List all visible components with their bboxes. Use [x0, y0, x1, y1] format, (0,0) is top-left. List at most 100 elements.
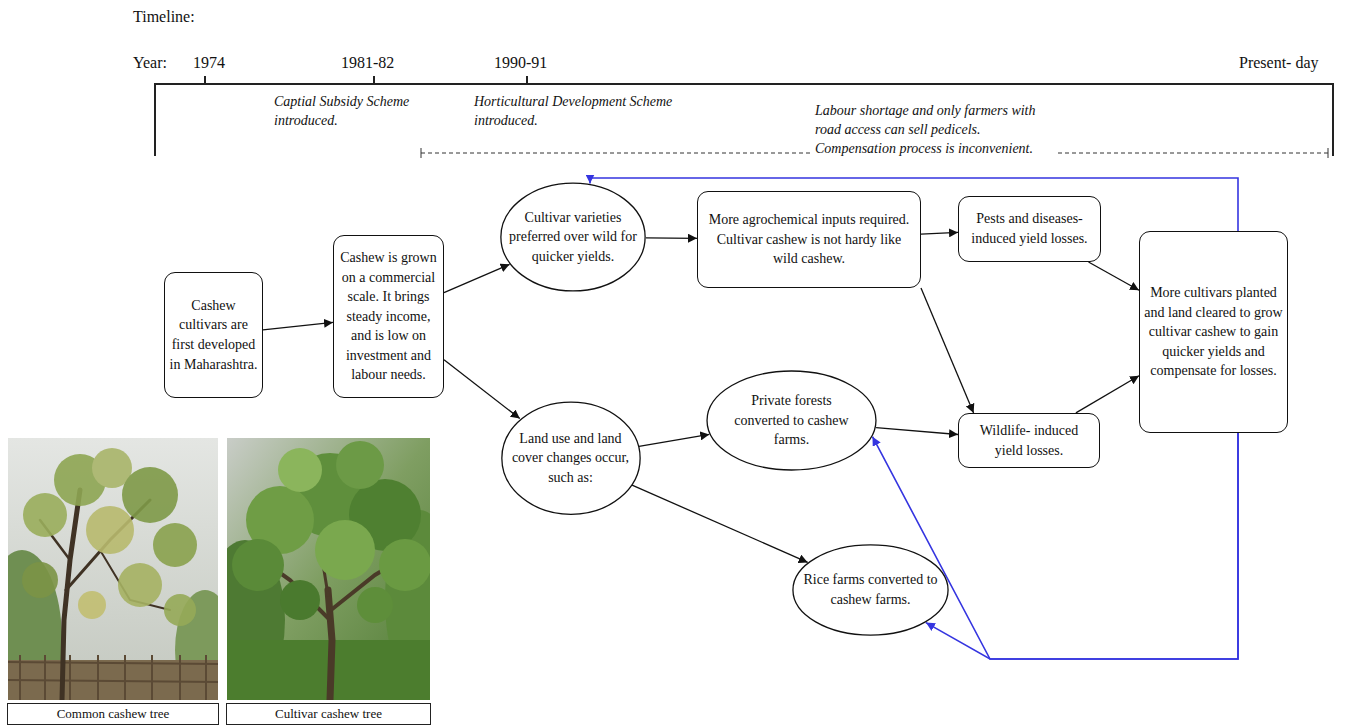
fence-post: [97, 655, 99, 700]
timeline-end: [154, 83, 156, 156]
timeline-heading: Timeline:: [133, 6, 195, 28]
tree-canopy: [22, 448, 197, 626]
leaf-cluster: [280, 580, 320, 620]
process-box: More cultivars planted and land cleared …: [1139, 231, 1288, 433]
flow-arrow: [444, 264, 510, 292]
node-text-block: More cultivars planted and land cleared …: [1143, 283, 1284, 381]
leaf-cluster: [153, 523, 197, 567]
flow-arrow: [444, 360, 520, 419]
fence-post: [44, 655, 46, 700]
flow-arrow: [921, 232, 958, 234]
flow-arrow: [921, 288, 974, 413]
node-text: Land use and land cover changes occur, s…: [506, 429, 634, 488]
flow-arrow: [263, 322, 333, 329]
node-text-block: Wildlife- induced yield losses.: [964, 421, 1094, 460]
node-text-block: Rice farms converted to cashew farms.: [801, 570, 941, 609]
node-text: Cultivar cashew tree: [230, 706, 427, 723]
period-tick: [421, 148, 422, 158]
process-box: Cashew cultivars are first developed in …: [164, 272, 263, 398]
common-cashew-photo: [8, 438, 218, 700]
process-box: Wildlife- induced yield losses.: [958, 413, 1100, 468]
year-label: 1974: [193, 52, 225, 74]
node-text: Cashew cultivars are first developed in …: [168, 296, 259, 374]
period-tick: [1328, 148, 1329, 158]
node-text-block: Pests and diseases- induced yield losses…: [963, 209, 1096, 248]
node-text-block: More agrochemical inputs required. Culti…: [703, 210, 915, 269]
leaf-cluster: [164, 594, 196, 626]
node-text: Cashew is grown on a commercial scale. I…: [338, 248, 440, 385]
flow-arrow: [1089, 262, 1140, 290]
node-text: Pests and diseases- induced yield losses…: [963, 209, 1096, 248]
flow-arrow: [639, 434, 709, 446]
fence-post: [151, 655, 153, 700]
node-text: Rice farms converted to cashew farms.: [801, 570, 941, 609]
leaf-cluster: [357, 587, 393, 623]
node-text-block: Cultivar cashew tree: [230, 706, 427, 723]
year-label: 1981-82: [341, 52, 394, 74]
year-label: Year:: [133, 52, 167, 74]
node-text: More cultivars planted and land cleared …: [1143, 283, 1284, 381]
fence-post: [19, 655, 21, 700]
cultivar-cashew-photo: [227, 438, 430, 700]
node-text-block: Common cashew tree: [11, 706, 215, 723]
photo-caption: Cultivar cashew tree: [226, 703, 431, 725]
node-text: More agrochemical inputs required. Culti…: [703, 210, 915, 269]
node-text-block: Cultivar varieties preferred over wild f…: [508, 208, 638, 267]
timeline-tick: [373, 76, 375, 84]
process-ellipse: Rice farms converted to cashew farms.: [792, 544, 949, 636]
process-ellipse: Cultivar varieties preferred over wild f…: [500, 182, 646, 292]
leaf-cluster: [78, 591, 106, 619]
leaf-cluster: [86, 506, 134, 554]
flow-arrow: [632, 485, 808, 562]
year-label: Present- day: [1239, 52, 1319, 74]
node-text-block: Land use and land cover changes occur, s…: [506, 429, 634, 488]
timeline-end: [1332, 83, 1334, 156]
flow-arrow: [1076, 376, 1139, 413]
photo-caption: Common cashew tree: [7, 703, 219, 725]
timeline-note: Captial Subsidy Scheme introduced.: [274, 93, 452, 131]
process-box: Pests and diseases- induced yield losses…: [958, 196, 1101, 262]
fence-post: [179, 655, 181, 700]
leaf-cluster: [122, 467, 178, 523]
timeline-note: Horticultural Development Scheme introdu…: [474, 93, 719, 131]
flow-arrow: [876, 428, 958, 435]
node-text: Private forests converted to cashew farm…: [727, 391, 857, 450]
leaf-cluster: [336, 441, 384, 489]
node-text-block: Private forests converted to cashew farm…: [727, 391, 857, 450]
fence-rail: [8, 662, 218, 664]
timeline-tick: [526, 76, 528, 84]
process-box: More agrochemical inputs required. Culti…: [697, 191, 921, 288]
fence-post: [205, 655, 207, 700]
timeline-tick: [204, 76, 206, 84]
ellipse-outline: [792, 544, 949, 636]
fence-rail: [8, 680, 218, 682]
ground: [8, 660, 218, 700]
timeline-axis: [155, 83, 1334, 85]
ellipse-shape: [501, 402, 639, 514]
tree-canopy: [232, 441, 430, 623]
node-text: Cultivar varieties preferred over wild f…: [508, 208, 638, 267]
leaf-cluster: [23, 493, 67, 537]
process-ellipse: Land use and land cover changes occur, s…: [501, 401, 641, 515]
leaf-cluster: [118, 563, 162, 607]
process-ellipse: Private forests converted to cashew farm…: [706, 370, 877, 471]
process-box: Cashew is grown on a commercial scale. I…: [333, 235, 444, 398]
fence-post: [69, 655, 71, 700]
ellipse-shape: [501, 183, 645, 291]
leaf-cluster: [22, 562, 58, 598]
fence: [8, 655, 218, 700]
leaf-cluster: [315, 520, 375, 580]
photo-background: [227, 438, 430, 700]
fence-post: [124, 655, 126, 700]
year-label: 1990-91: [494, 52, 547, 74]
leaf-cluster: [379, 539, 430, 591]
ellipse-shape: [707, 371, 876, 470]
timeline-note: Labour shortage and only farmers with ro…: [812, 102, 1056, 159]
node-text: Common cashew tree: [11, 706, 215, 723]
timeline: [155, 76, 1334, 156]
node-text-block: Cashew cultivars are first developed in …: [168, 296, 259, 374]
flow-arrow: [646, 237, 697, 239]
ellipse-shape: [793, 545, 948, 635]
photo-sky: [8, 438, 218, 700]
